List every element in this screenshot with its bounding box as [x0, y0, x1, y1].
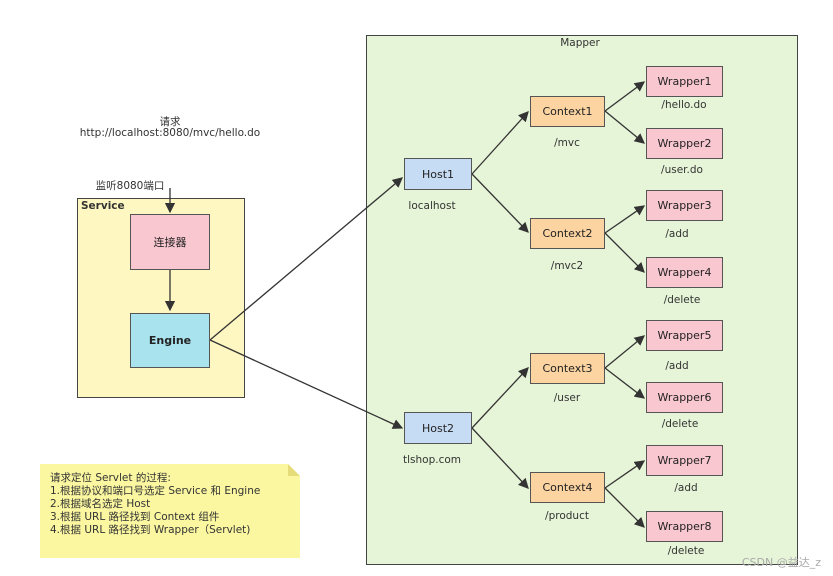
edge-context2-to-wrapper4: [604, 232, 645, 273]
process-note: 请求定位 Servlet 的过程: 1.根据协议和端口号选定 Service 和…: [40, 464, 300, 558]
watermark: CSDN @益达_z: [741, 556, 821, 569]
request-url: http://localhost:8080/mvc/hello.do: [79, 127, 261, 139]
wrapper2-node: Wrapper2: [646, 128, 723, 159]
host1-node: Host1: [404, 158, 472, 190]
wrapper3-node: Wrapper3: [646, 190, 723, 221]
edge-host1-to-context1: [471, 111, 529, 175]
context3-path: /user: [553, 392, 581, 404]
edge-host1-to-context2: [471, 173, 529, 233]
edge-context4-to-wrapper7: [604, 460, 646, 489]
wrapper6-node: Wrapper6: [646, 382, 723, 413]
note-line-1: 1.根据协议和端口号选定 Service 和 Engine: [50, 485, 261, 497]
edge-context3-to-wrapper5: [604, 335, 646, 369]
host2-node: Host2: [404, 412, 472, 444]
wrapper1-path: /hello.do: [661, 99, 707, 111]
context3-node: Context3: [530, 353, 605, 384]
wrapper4-node: Wrapper4: [646, 257, 723, 288]
context1-node: Context1: [530, 96, 605, 127]
edge-context2-to-wrapper3: [604, 205, 646, 234]
wrapper8-path: /delete: [667, 545, 705, 557]
mapper-title: Mapper: [560, 37, 600, 49]
host1-domain: localhost: [408, 200, 456, 212]
edge-host2-to-context3: [471, 367, 529, 429]
wrapper6-path: /delete: [661, 418, 699, 430]
note-line-4: 4.根据 URL 路径找到 Wrapper（Servlet): [50, 524, 251, 536]
wrapper3-path: /add: [665, 228, 689, 240]
context2-node: Context2: [530, 218, 605, 249]
context4-path: /product: [545, 510, 589, 522]
context4-node: Context4: [530, 472, 605, 503]
host2-domain: tlshop.com: [402, 454, 462, 466]
wrapper7-node: Wrapper7: [646, 445, 723, 476]
wrapper4-path: /delete: [663, 294, 701, 306]
wrapper2-path: /user.do: [661, 164, 703, 176]
edge-engine-to-host1: [209, 177, 403, 341]
context2-path: /mvc2: [550, 260, 584, 272]
request-label: 请求: [159, 116, 181, 128]
wrapper7-path: /add: [674, 482, 698, 494]
edge-engine-to-host2: [209, 339, 404, 429]
edge-context4-to-wrapper8: [604, 487, 645, 528]
note-line-2: 2.根据域名选定 Host: [50, 498, 151, 510]
edge-host2-to-context4: [471, 427, 529, 489]
context1-path: /mvc: [554, 137, 580, 149]
engine-node: Engine: [130, 313, 210, 368]
edge-context1-to-wrapper1: [604, 81, 646, 112]
edge-context1-to-wrapper2: [604, 110, 646, 144]
wrapper1-node: Wrapper1: [646, 66, 723, 97]
wrapper5-path: /add: [665, 360, 689, 372]
edge-context3-to-wrapper6: [604, 367, 646, 399]
port-label: 监听8080端口: [95, 180, 165, 192]
note-line-3: 3.根据 URL 路径找到 Context 组件: [50, 511, 220, 523]
wrapper5-node: Wrapper5: [646, 320, 723, 351]
service-title: Service: [81, 200, 125, 212]
note-line-0: 请求定位 Servlet 的过程:: [50, 472, 171, 484]
wrapper8-node: Wrapper8: [646, 511, 723, 542]
connector-node: 连接器: [130, 214, 210, 270]
